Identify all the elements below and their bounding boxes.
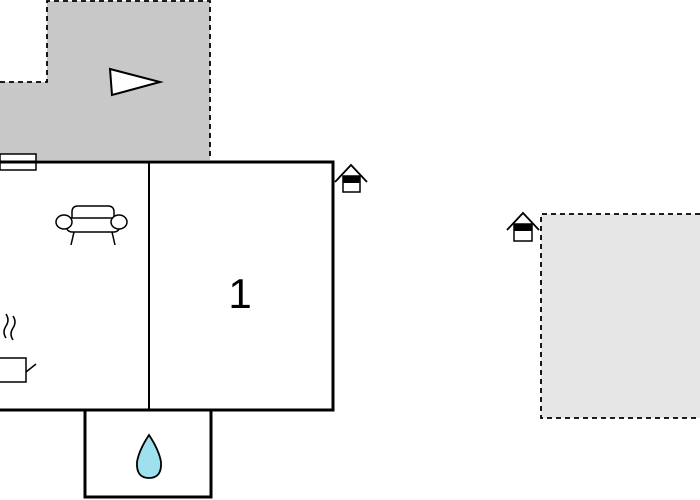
compass-arrow-icon xyxy=(108,67,164,97)
terrace-area xyxy=(0,0,211,160)
annex-area xyxy=(540,213,700,419)
room-number-label: 1 xyxy=(228,270,251,317)
bathroom xyxy=(83,410,213,499)
sofa-icon xyxy=(55,205,128,246)
house-entrance-icon xyxy=(506,211,540,242)
kitchen-pot-icon xyxy=(0,313,37,383)
house-walls xyxy=(0,160,335,412)
water-drop-icon xyxy=(136,433,162,479)
house-entrance-icon xyxy=(334,163,368,193)
